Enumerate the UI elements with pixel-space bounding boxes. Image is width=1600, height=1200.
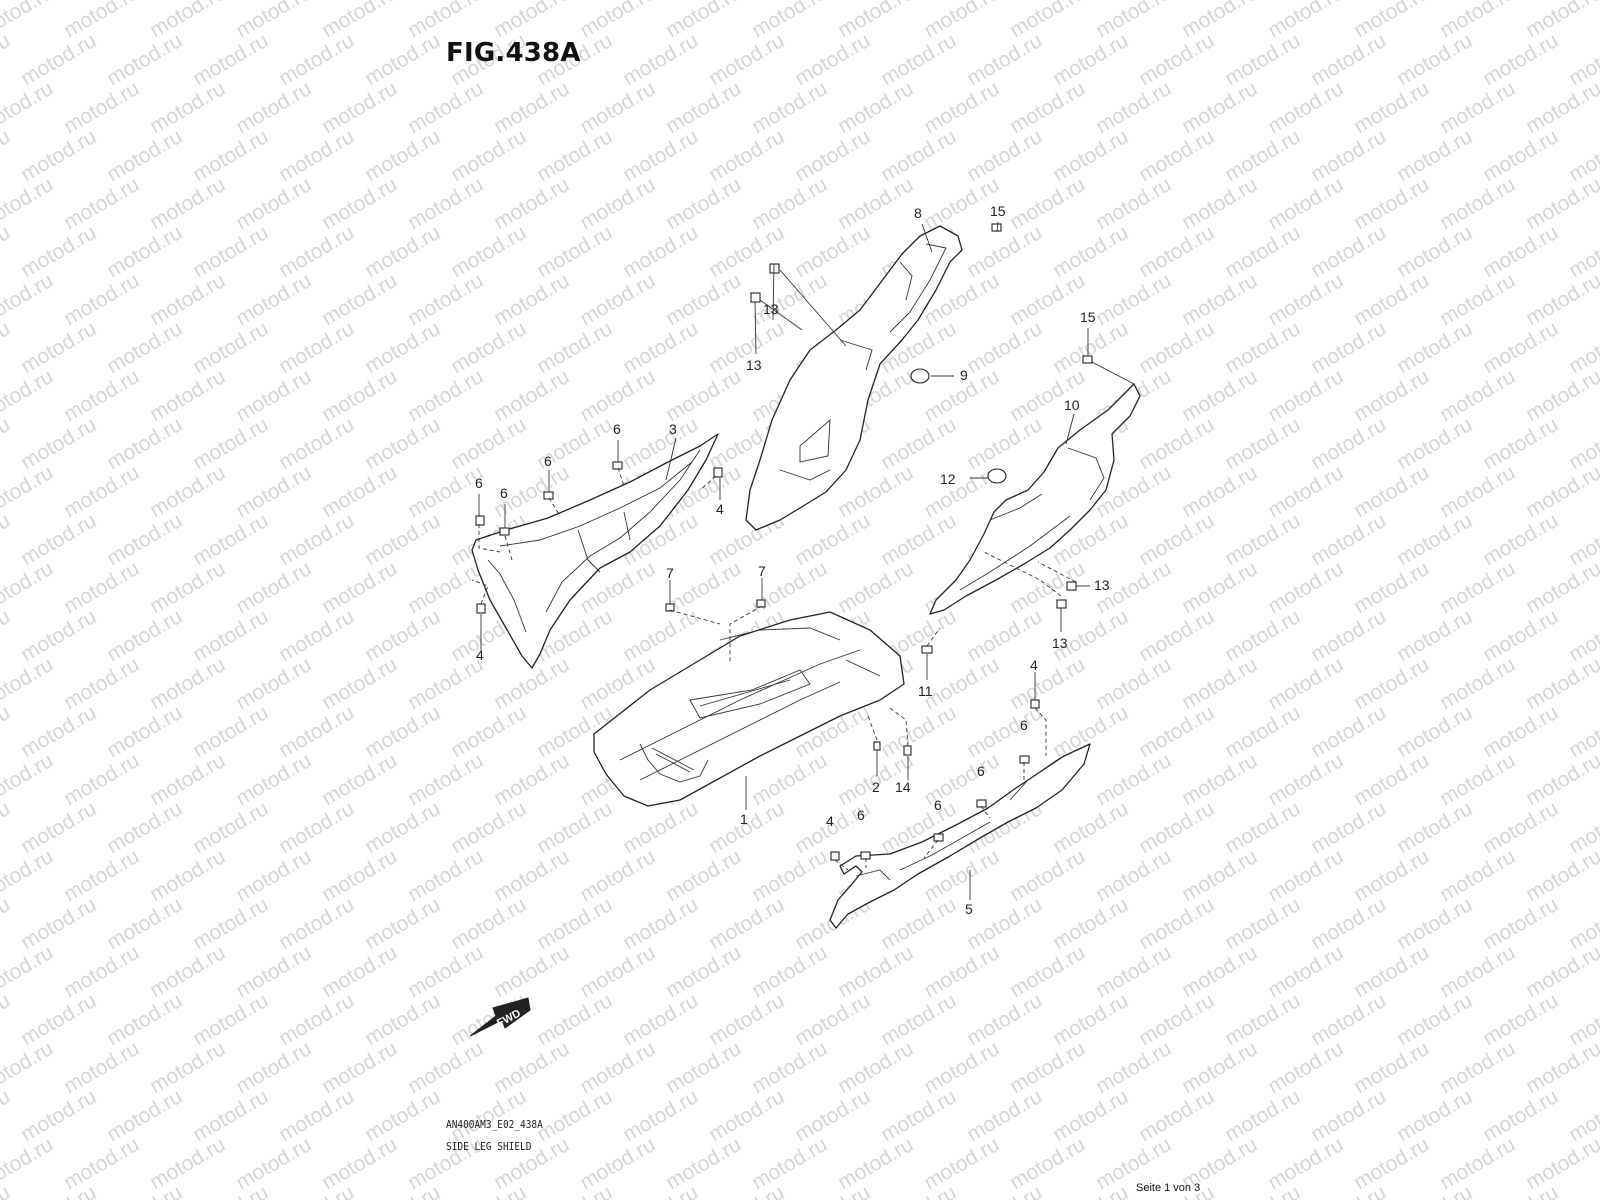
label-part-12: 12	[940, 471, 956, 487]
label-part-13-d: 13	[1052, 635, 1068, 651]
label-part-13-a: 13	[763, 301, 779, 317]
label-part-13-c: 13	[1094, 577, 1110, 593]
part-9-grommet[interactable]	[910, 368, 930, 384]
part-5-lower-side-cover[interactable]	[829, 743, 1091, 929]
fastener-group	[475, 223, 1093, 861]
part-10-right-upper-cover[interactable]	[929, 383, 1141, 615]
label-part-4-d: 4	[826, 813, 834, 829]
label-part-1: 1	[740, 811, 748, 827]
part-13-clip-a[interactable]	[769, 263, 780, 274]
part-14-fastener[interactable]	[903, 745, 912, 756]
part-4-clip-b[interactable]	[476, 603, 486, 614]
part-11-clip[interactable]	[921, 645, 933, 654]
label-part-3: 3	[669, 421, 677, 437]
part-3-left-inner-panel[interactable]	[471, 433, 719, 669]
label-part-7-b: 7	[758, 563, 766, 579]
part-15-screw-b[interactable]	[1082, 355, 1093, 364]
label-part-11: 11	[918, 683, 933, 699]
label-part-6-a: 6	[475, 475, 483, 491]
label-part-6-f: 6	[977, 763, 985, 779]
part-8-upper-cover[interactable]	[745, 225, 963, 531]
part-number-labels: 8 15 13 13 9 15 10 12 3 6 6 6 6 4 4 7 7 …	[475, 203, 1110, 917]
label-part-10: 10	[1064, 397, 1080, 413]
part-15-screw-a[interactable]	[991, 223, 1002, 232]
part-1-floor-board[interactable]	[593, 611, 905, 807]
part-6-clip-c[interactable]	[543, 491, 554, 500]
label-part-6-d: 6	[613, 421, 621, 437]
label-part-9: 9	[960, 367, 968, 383]
diagram-code: AN400AM3_E02_438A	[446, 1118, 543, 1131]
part-6-clip-a[interactable]	[475, 515, 485, 526]
label-part-5: 5	[965, 901, 973, 917]
assembly-dashed-lines	[471, 467, 1077, 871]
part-6-clip-b[interactable]	[499, 527, 510, 536]
label-part-14: 14	[895, 779, 911, 795]
label-part-6-h: 6	[857, 807, 865, 823]
part-13-clip-c[interactable]	[1066, 581, 1077, 591]
part-6-clip-h[interactable]	[860, 851, 871, 860]
label-part-13-b: 13	[746, 357, 762, 373]
label-part-15-b: 15	[1080, 309, 1096, 325]
part-2-screw[interactable]	[873, 741, 881, 751]
label-part-6-g: 6	[934, 797, 942, 813]
label-part-4-c: 4	[1030, 657, 1038, 673]
figure-title: FIG.438A	[446, 38, 581, 68]
part-12-grommet[interactable]	[987, 468, 1007, 484]
part-6-clip-e[interactable]	[1019, 755, 1030, 764]
page-indicator: Seite 1 von 3	[1136, 1182, 1201, 1194]
label-part-8: 8	[914, 205, 922, 221]
part-6-clip-d[interactable]	[612, 461, 623, 470]
label-part-4-a: 4	[716, 501, 724, 517]
fwd-direction-arrow: FWD	[469, 997, 531, 1037]
part-4-clip-a[interactable]	[713, 467, 723, 478]
label-part-6-c: 6	[544, 453, 552, 469]
label-part-6-e: 6	[1020, 717, 1028, 733]
part-6-clip-g[interactable]	[933, 833, 944, 842]
part-7-screw-b[interactable]	[756, 599, 766, 608]
label-part-2: 2	[872, 779, 880, 795]
part-4-clip-d[interactable]	[830, 851, 840, 861]
label-part-15-a: 15	[990, 203, 1006, 219]
part-13-clip-d[interactable]	[1056, 599, 1067, 609]
diagram-caption: SIDE LEG SHIELD	[446, 1140, 532, 1153]
label-part-4-b: 4	[476, 647, 484, 663]
label-part-7-a: 7	[666, 565, 674, 581]
label-part-6-b: 6	[500, 485, 508, 501]
part-13-clip-b[interactable]	[750, 292, 761, 303]
leader-lines	[478, 221, 1135, 900]
part-7-screw-a[interactable]	[665, 603, 675, 612]
part-4-clip-c[interactable]	[1030, 699, 1040, 709]
